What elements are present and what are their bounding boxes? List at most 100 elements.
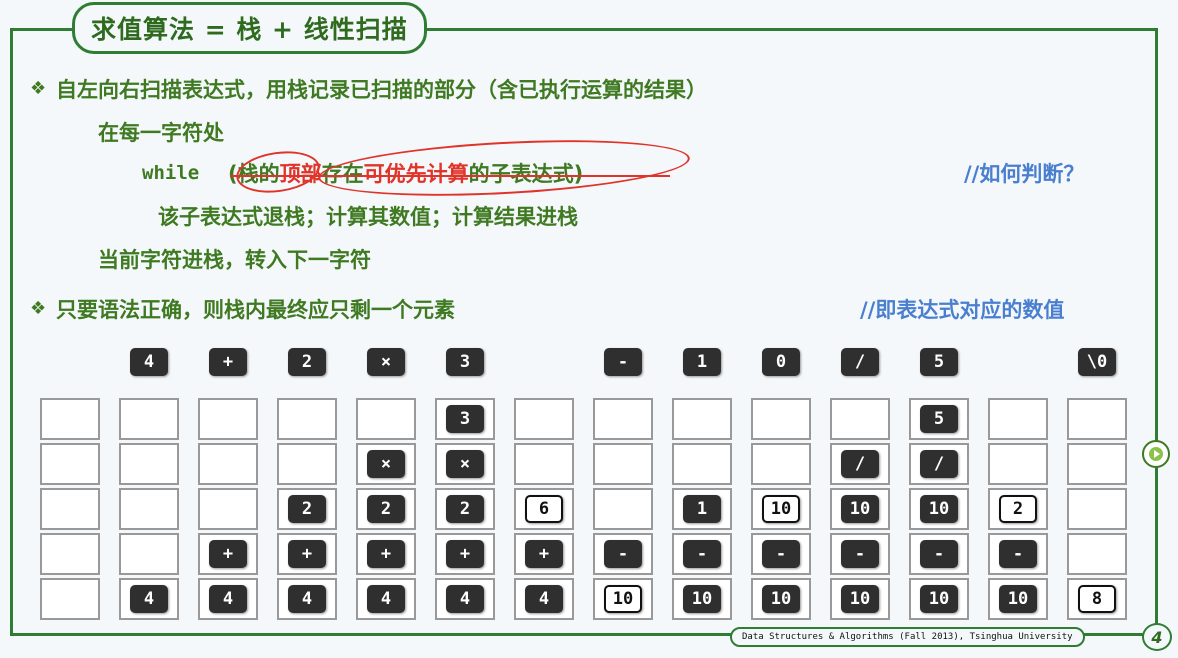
stack-item: -	[604, 540, 642, 568]
token-8: /	[841, 348, 879, 376]
close-paren: )	[573, 162, 584, 186]
stack-item: 2	[367, 495, 405, 523]
stack-item: +	[367, 540, 405, 568]
stack-item: 4	[130, 585, 168, 613]
stack-item: 10	[604, 585, 642, 613]
page-number: 4	[1142, 623, 1172, 651]
stack-cell	[40, 533, 100, 575]
stack-cell	[593, 398, 653, 440]
stack-item: ×	[367, 450, 405, 478]
stack-item: -	[999, 540, 1037, 568]
stack-cell	[40, 398, 100, 440]
stack-item: +	[446, 540, 484, 568]
stack-cell	[830, 398, 890, 440]
stack-item: 2	[288, 495, 326, 523]
stack-cell	[40, 488, 100, 530]
token-5: -	[604, 348, 642, 376]
slide-title: 求值算法 = 栈 + 线性扫描	[91, 15, 408, 44]
stack-item: 10	[920, 585, 958, 613]
stack-item: 10	[999, 585, 1037, 613]
token-7: 0	[762, 348, 800, 376]
footer-caption: Data Structures & Algorithms (Fall 2013)…	[730, 627, 1085, 647]
stack-cell	[1067, 398, 1127, 440]
stack-cell	[514, 398, 574, 440]
stack-cell	[119, 398, 179, 440]
bullet-icon: ❖	[30, 78, 47, 99]
stack-item: ×	[446, 450, 484, 478]
stack-cell	[198, 398, 258, 440]
text-line-5: 当前字符进栈，转入下一字符	[98, 248, 371, 272]
stack-item: 10	[762, 585, 800, 613]
stack-item: 4	[288, 585, 326, 613]
while-keyword: while	[142, 162, 200, 184]
stack-item: 10	[841, 585, 879, 613]
token-9: 5	[920, 348, 958, 376]
next-slide-button[interactable]	[1142, 440, 1170, 468]
stack-item: 2	[999, 495, 1037, 523]
condition-part-a: 栈的	[237, 162, 280, 186]
stack-item: 4	[446, 585, 484, 613]
stack-cell	[672, 398, 732, 440]
text-line-4: 该子表达式退栈；计算其数值；计算结果进栈	[158, 205, 578, 229]
stack-cell	[40, 578, 100, 620]
token-3: ×	[367, 348, 405, 376]
condition-part-b: 顶部	[279, 162, 322, 186]
stack-cell	[119, 443, 179, 485]
token-4: 3	[446, 348, 484, 376]
strikethrough-line	[230, 175, 670, 177]
token-10: \0	[1078, 348, 1116, 376]
condition-part-e: 的子表达式	[468, 162, 574, 186]
text-line-2: 在每一字符处	[98, 121, 224, 145]
stack-item: /	[920, 450, 958, 478]
stack-item: -	[683, 540, 721, 568]
stack-item: 2	[446, 495, 484, 523]
bullet-icon: ❖	[30, 298, 47, 319]
stack-cell	[198, 488, 258, 530]
stack-cell	[988, 398, 1048, 440]
stack-cell	[988, 443, 1048, 485]
stack-item: 4	[367, 585, 405, 613]
stack-cell	[672, 443, 732, 485]
stack-cell	[40, 443, 100, 485]
stack-item: 10	[920, 495, 958, 523]
stack-item: /	[841, 450, 879, 478]
stack-item: 1	[683, 495, 721, 523]
stack-cell	[198, 443, 258, 485]
stack-item: -	[762, 540, 800, 568]
stack-cell	[593, 488, 653, 530]
stack-cell	[514, 443, 574, 485]
stack-cell	[1067, 443, 1127, 485]
stack-item: 8	[1078, 585, 1116, 613]
stack-cell	[119, 488, 179, 530]
stack-item: 3	[446, 405, 484, 433]
stack-item: 10	[683, 585, 721, 613]
stack-cell	[593, 443, 653, 485]
stack-cell	[356, 398, 416, 440]
comment-expression-value: //即表达式对应的数值	[860, 298, 1065, 322]
stack-item: 4	[525, 585, 563, 613]
while-condition: (栈的顶部存在可优先计算的子表达式)	[228, 158, 583, 188]
condition-part-d: 可优先计算	[363, 162, 469, 186]
stack-cell	[277, 398, 337, 440]
stack-item: 6	[525, 495, 563, 523]
stack-cell	[198, 578, 258, 620]
slide-frame	[10, 28, 1158, 636]
token-2: 2	[288, 348, 326, 376]
condition-part-c: 存在	[321, 162, 364, 186]
title-box: 求值算法 = 栈 + 线性扫描	[72, 2, 427, 54]
comment-how-to-judge: //如何判断？	[964, 162, 1085, 186]
stack-cell	[1067, 488, 1127, 530]
open-paren: (	[228, 162, 238, 186]
stack-cell	[1067, 533, 1127, 575]
stack-cell	[751, 443, 811, 485]
stack-item: -	[920, 540, 958, 568]
stack-item: +	[525, 540, 563, 568]
stack-item: 5	[920, 405, 958, 433]
stack-item: +	[209, 540, 247, 568]
stack-item: 4	[209, 585, 247, 613]
stack-cell	[751, 398, 811, 440]
stack-cell	[277, 443, 337, 485]
token-6: 1	[683, 348, 721, 376]
token-0: 4	[130, 348, 168, 376]
stack-item: 10	[841, 495, 879, 523]
